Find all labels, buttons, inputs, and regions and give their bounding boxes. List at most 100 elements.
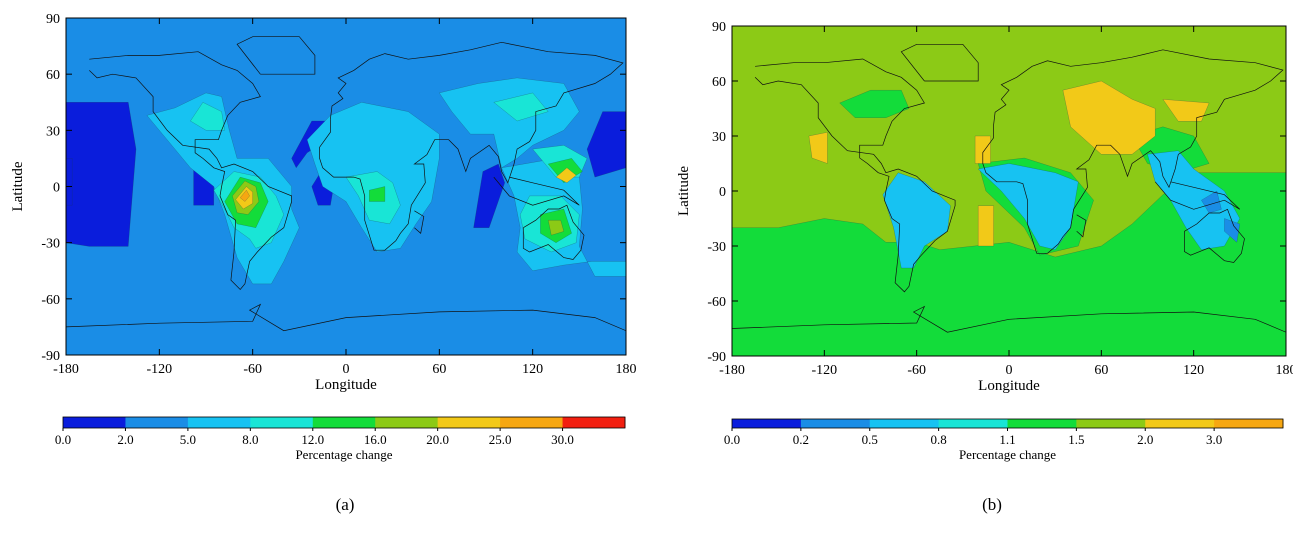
colorbar-swatch (375, 417, 439, 428)
colorbar-swatch (187, 417, 251, 428)
y-tick-label: -90 (41, 349, 60, 364)
x-tick-label: 120 (1183, 363, 1204, 378)
x-tick-label: -120 (811, 363, 837, 378)
coastline (522, 204, 585, 260)
x-tick-label: 180 (616, 362, 637, 377)
contour-region (808, 132, 828, 164)
colorbar-swatch (437, 417, 501, 428)
x-axis-label: Longitude (978, 378, 1040, 394)
y-tick-label: -60 (41, 293, 60, 308)
contour-region (547, 219, 565, 236)
x-tick-label: 0 (343, 362, 350, 377)
y-tick-label: 90 (46, 12, 60, 27)
colorbar-swatch (1145, 419, 1215, 428)
colorbar-swatch (312, 417, 376, 428)
coastline (982, 49, 1284, 254)
colorbar-level-label: 16.0 (364, 432, 387, 447)
colorbar-label: Percentage change (295, 447, 392, 462)
coastline (66, 303, 626, 332)
coastline (236, 36, 316, 75)
y-tick-label: 0 (53, 181, 60, 196)
colorbar-swatch (250, 417, 314, 428)
contour-region (438, 77, 580, 169)
x-tick-label: -180 (719, 363, 745, 378)
colorbar-swatch (938, 419, 1008, 428)
map-field (732, 26, 1286, 356)
x-tick-label: 0 (1006, 363, 1013, 378)
contour-region (586, 111, 626, 178)
colorbar-level-label: 0.8 (931, 432, 947, 447)
colorbar-swatch (562, 417, 626, 428)
coastline (319, 41, 624, 251)
contour-region (839, 89, 910, 118)
contour-region (239, 189, 250, 202)
contour-region (1062, 80, 1156, 155)
y-tick-label: 60 (712, 75, 726, 90)
x-tick-label: 60 (1094, 363, 1108, 378)
colorbar-swatch (869, 419, 940, 428)
colorbar-swatch (1214, 419, 1284, 428)
colorbar-swatch (1007, 419, 1077, 428)
colorbar-level-label: 0.0 (724, 432, 740, 447)
y-tick-label: -30 (41, 237, 60, 252)
x-tick-label: -180 (53, 362, 79, 377)
colorbar-level-label: 1.1 (999, 432, 1015, 447)
x-tick-label: 60 (432, 362, 446, 377)
coastline (493, 176, 580, 206)
colorbar-level-label: 3.0 (1206, 432, 1222, 447)
y-tick-label: -30 (707, 240, 726, 255)
colorbar-swatch (63, 417, 126, 428)
coastline (1076, 214, 1087, 238)
colorbar-swatch (732, 419, 802, 428)
coastline (732, 305, 1286, 333)
colorbar-level-label: 8.0 (242, 432, 258, 447)
colorbar-level-label: 0.5 (862, 432, 878, 447)
y-axis-label: Latitude (676, 166, 692, 216)
contour-region (66, 102, 137, 247)
contour-region (555, 167, 577, 184)
colorbar-swatch (1076, 419, 1146, 428)
colorbar-level-label: 25.0 (489, 432, 512, 447)
colorbar-level-label: 20.0 (426, 432, 449, 447)
contour-region (977, 163, 1079, 250)
x-tick-label: 120 (522, 362, 543, 377)
contour-region (882, 172, 951, 269)
coastline (414, 210, 425, 234)
contour-region (974, 135, 991, 164)
coastline (900, 43, 979, 82)
y-tick-label: 0 (719, 185, 726, 200)
contour-region (473, 163, 505, 228)
y-tick-label: 60 (46, 68, 60, 83)
map-field (66, 18, 626, 355)
colorbar-frame (62, 416, 626, 429)
colorbar-swatch (125, 417, 189, 428)
contour-region (1162, 99, 1210, 122)
colorbar-level-label: 2.0 (117, 432, 133, 447)
colorbar-level-label: 30.0 (551, 432, 574, 447)
panel-label: (b) (982, 495, 1002, 514)
x-tick-label: -60 (243, 362, 262, 377)
contour-region (369, 186, 386, 202)
coastline (1154, 181, 1241, 210)
y-axis-label: Latitude (10, 161, 26, 211)
y-tick-label: 30 (712, 130, 726, 145)
contour-region (1224, 218, 1241, 243)
coastline (754, 58, 956, 293)
colorbar-level-label: 12.0 (301, 432, 324, 447)
coastline (89, 51, 292, 291)
contour-region (1201, 190, 1222, 214)
colorbar-level-label: 0.2 (793, 432, 809, 447)
contour-region (493, 92, 549, 122)
colorbar-swatch (500, 417, 564, 428)
y-tick-label: -60 (707, 295, 726, 310)
y-tick-label: 90 (712, 20, 726, 35)
x-tick-label: -60 (907, 363, 926, 378)
colorbar-swatch (800, 419, 871, 428)
x-tick-label: 180 (1276, 363, 1293, 378)
colorbar-level-label: 5.0 (180, 432, 196, 447)
x-axis-label: Longitude (315, 377, 377, 393)
coastline (1184, 208, 1245, 263)
